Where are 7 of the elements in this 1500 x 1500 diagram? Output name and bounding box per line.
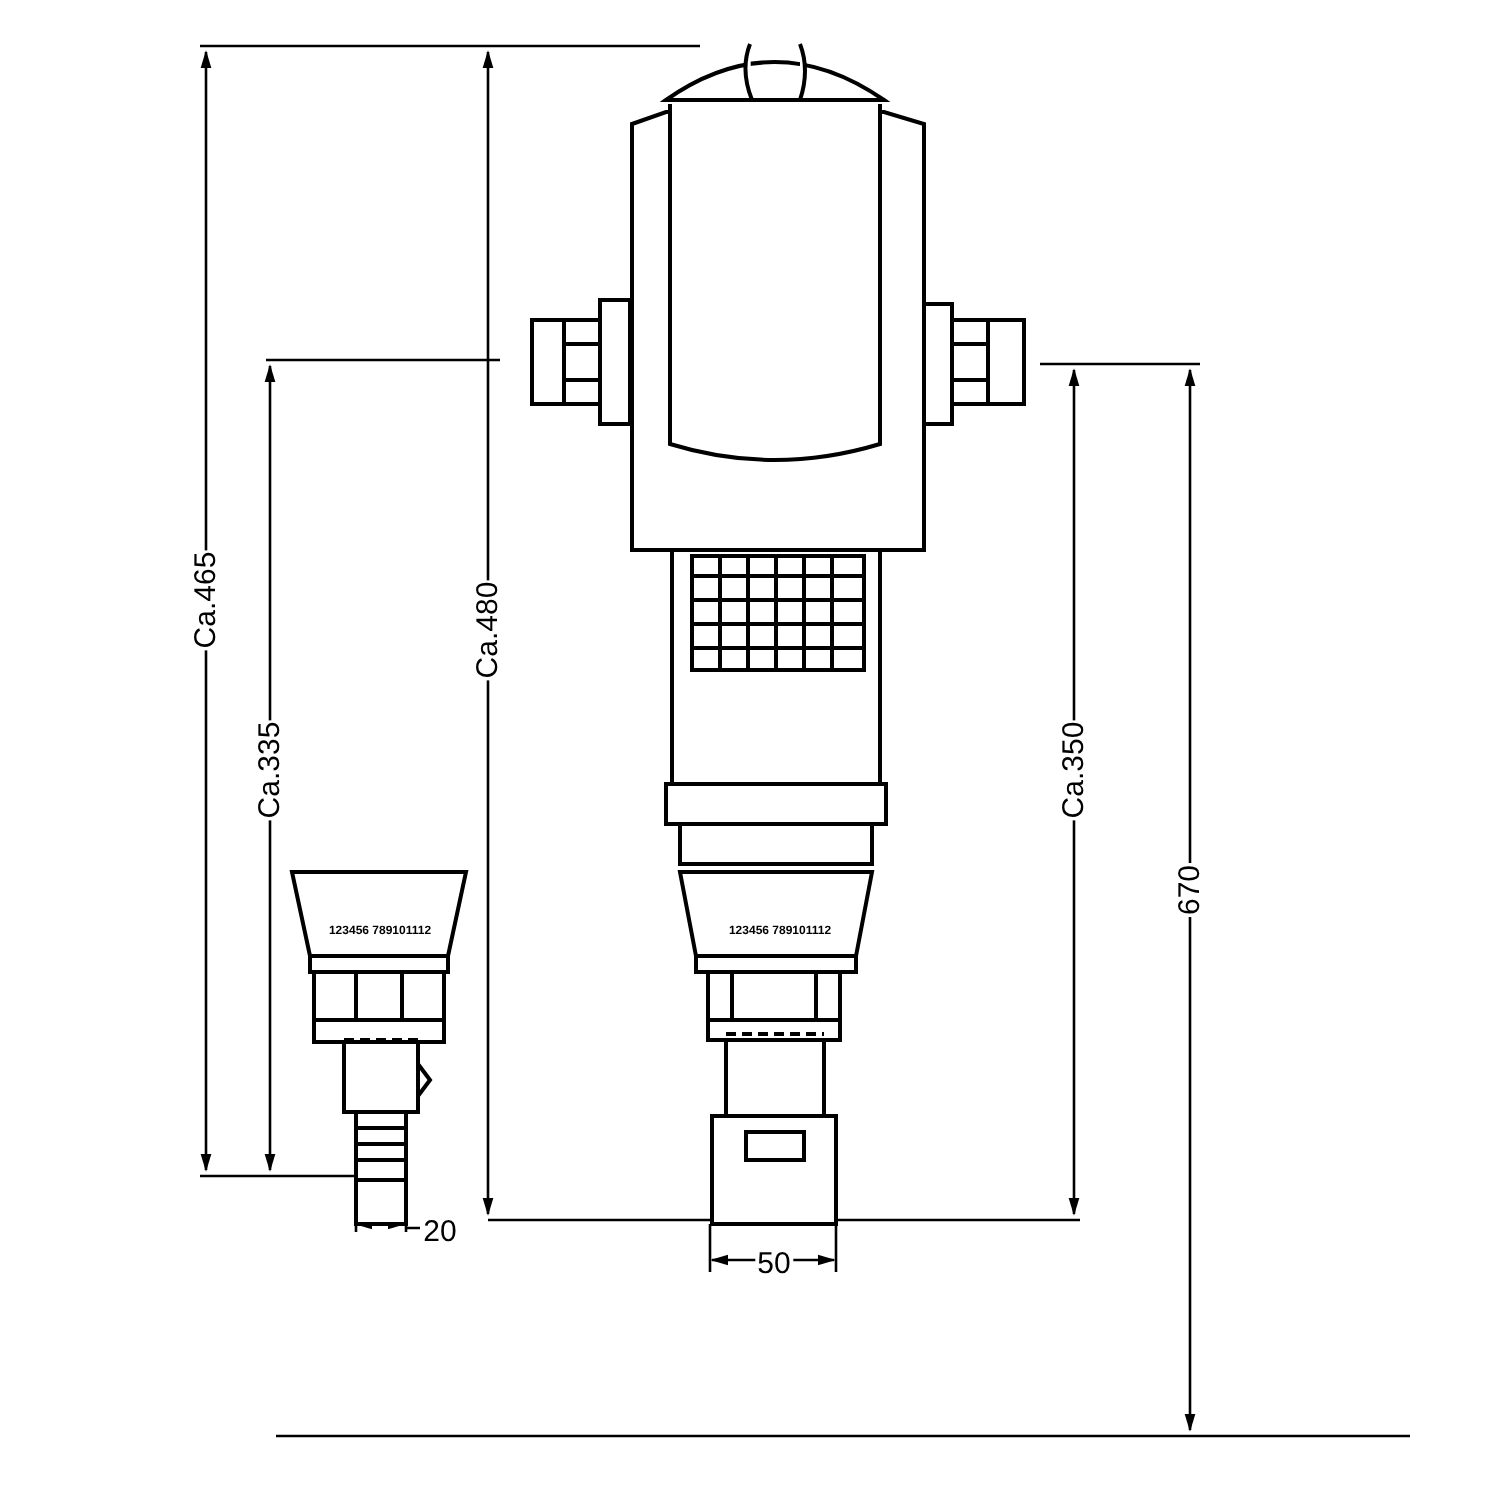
dimension-label: 670 bbox=[1175, 862, 1205, 918]
dimension-label: Ca.335 bbox=[255, 719, 285, 821]
dimension-label: Ca.480 bbox=[473, 579, 503, 681]
dimension-label: Ca.465 bbox=[191, 549, 221, 651]
dimension-label: 20 bbox=[421, 1217, 459, 1247]
dimension-label: 50 bbox=[755, 1249, 793, 1279]
dimension-label: Ca.350 bbox=[1059, 719, 1089, 821]
